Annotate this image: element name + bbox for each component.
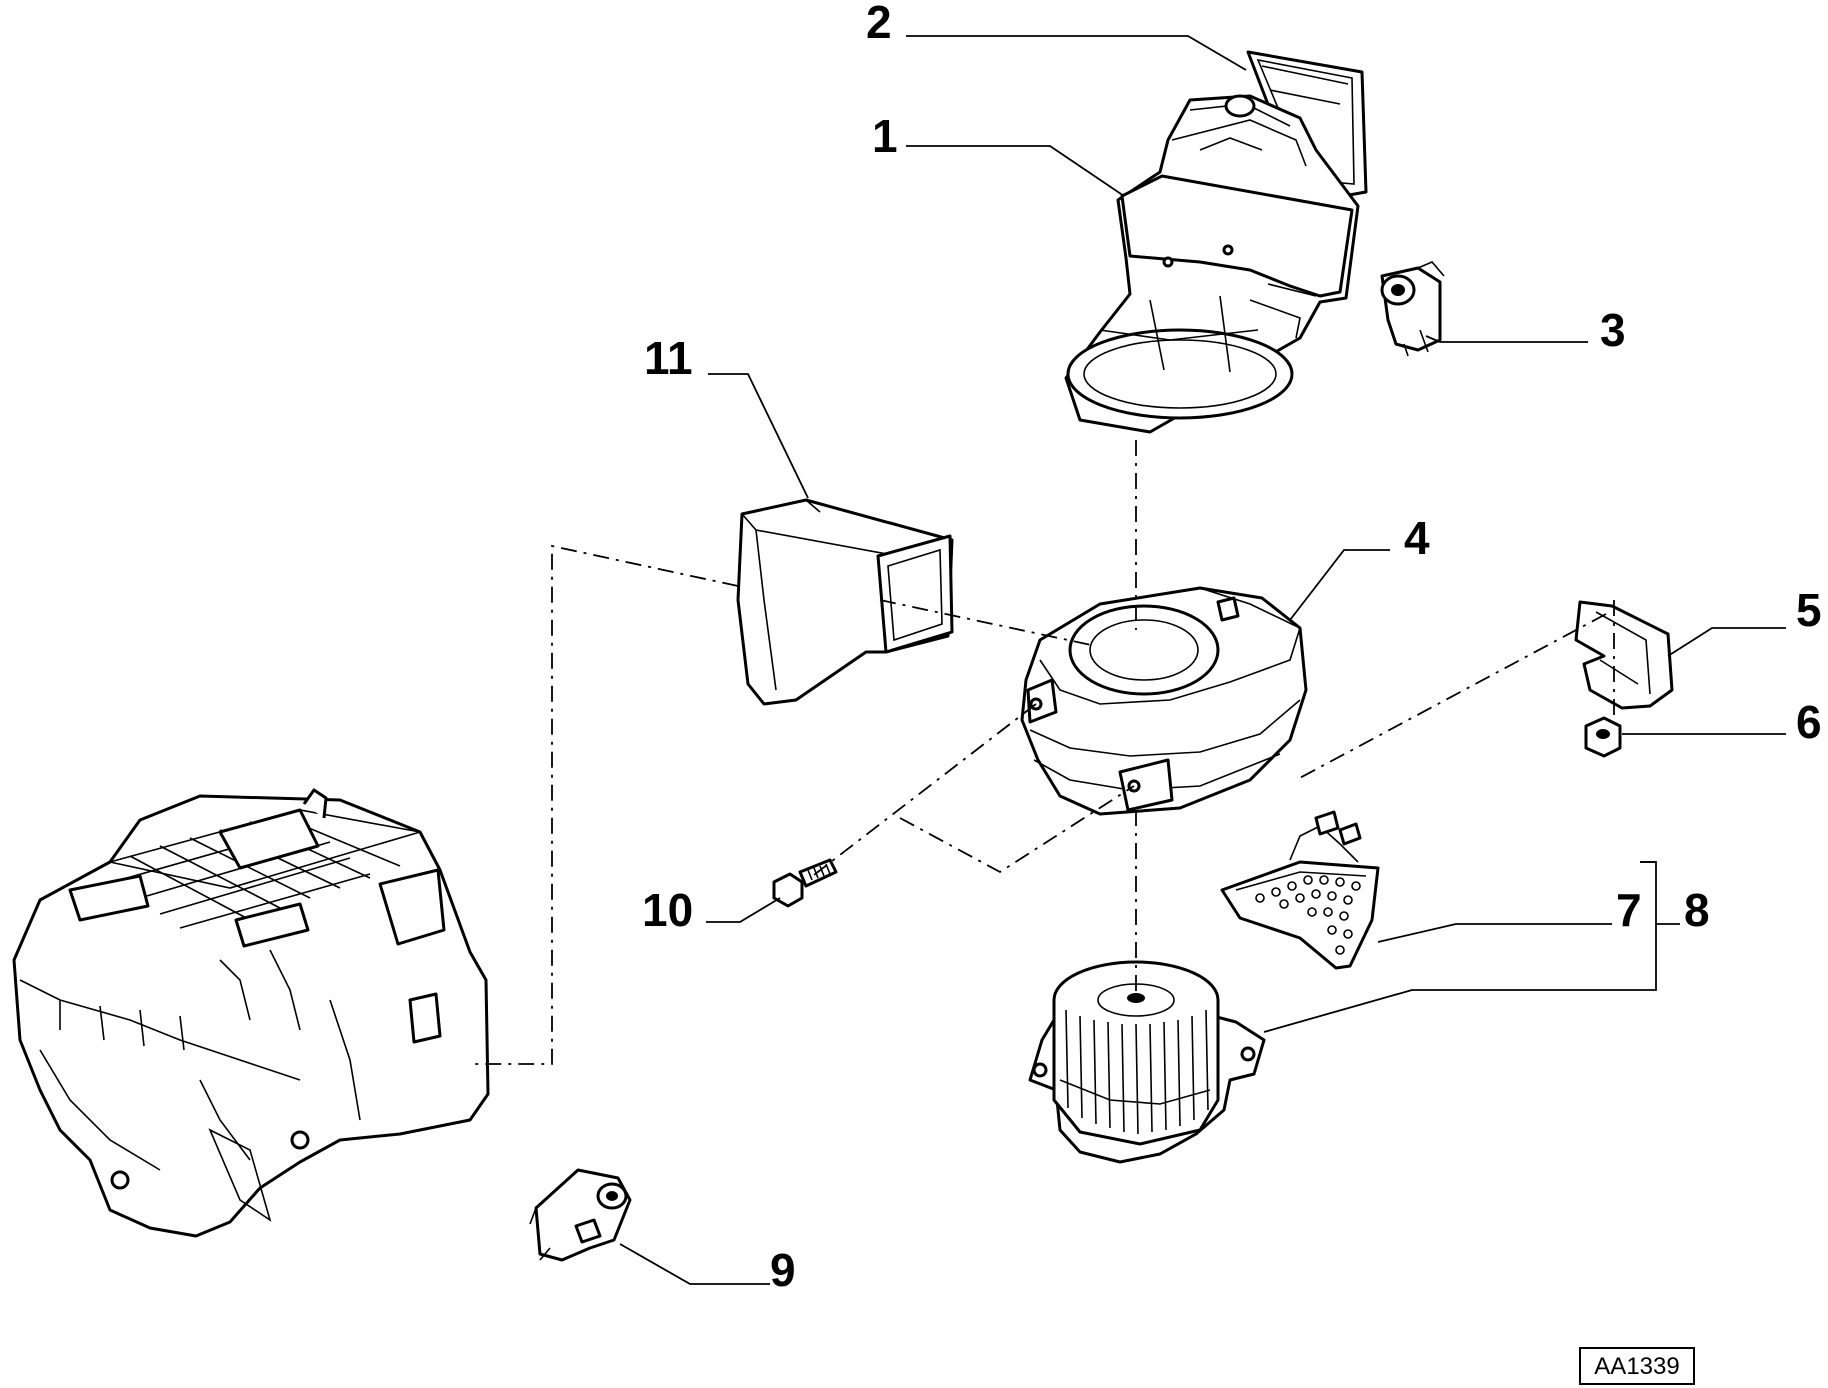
- part-3-actuator: [1380, 261, 1445, 357]
- part-11-air-duct: [736, 498, 954, 706]
- part-1-intake-housing: [1064, 94, 1360, 434]
- callout-10: 10: [642, 884, 693, 936]
- reference-code: AA1339: [1594, 1353, 1679, 1380]
- callout-11: 11: [644, 332, 693, 384]
- callout-9: 9: [770, 1244, 796, 1296]
- part-10-bolt: [772, 858, 838, 908]
- callout-5: 5: [1796, 584, 1822, 636]
- assembly-lines: [474, 440, 1615, 1065]
- part-9-flap-actuator: [529, 1168, 632, 1262]
- callout-2: 2: [866, 0, 892, 48]
- resistor-grid-dots: [1255, 875, 1361, 955]
- callout-6: 6: [1796, 696, 1822, 748]
- part-6-hex-nut: [1584, 716, 1622, 758]
- fan-blades: [1065, 1009, 1209, 1135]
- reference-code-box: AA1339: [1579, 1347, 1695, 1385]
- callout-leaders: [619, 35, 1786, 1285]
- hvac-main-unit: [12, 788, 490, 1238]
- part-8-blower-motor: [1028, 960, 1266, 1164]
- part-4-blower-housing: [1020, 586, 1308, 816]
- part-5-bracket: [1574, 600, 1674, 710]
- callout-1: 1: [872, 110, 898, 162]
- callout-4: 4: [1404, 512, 1430, 564]
- callout-8: 8: [1684, 884, 1710, 936]
- callout-7: 7: [1616, 884, 1642, 936]
- callout-numbers: 1 2 3 4 5 6 7 8 9 10 11: [642, 0, 1822, 1296]
- part-7-resistor: [1220, 810, 1380, 970]
- callout-3: 3: [1600, 304, 1626, 356]
